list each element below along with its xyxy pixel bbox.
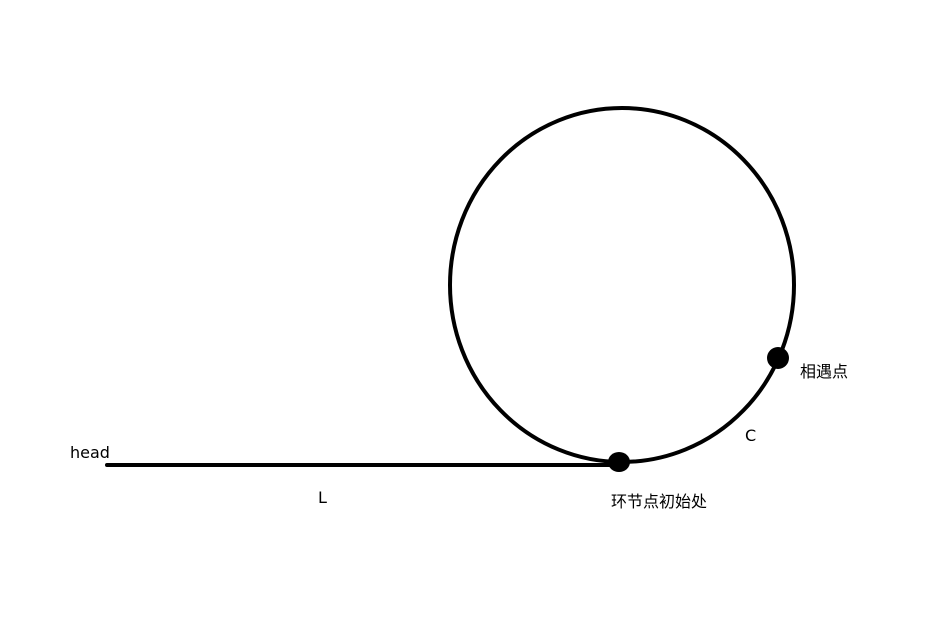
head-label: head — [70, 443, 110, 462]
cycle-start-node — [608, 452, 630, 472]
meeting-point-label: 相遇点 — [800, 362, 848, 381]
cycle-length-label: C — [745, 426, 756, 445]
list-length-label: L — [318, 488, 327, 507]
meeting-point-node — [767, 347, 789, 369]
cycle-start-label: 环节点初始处 — [611, 492, 707, 511]
